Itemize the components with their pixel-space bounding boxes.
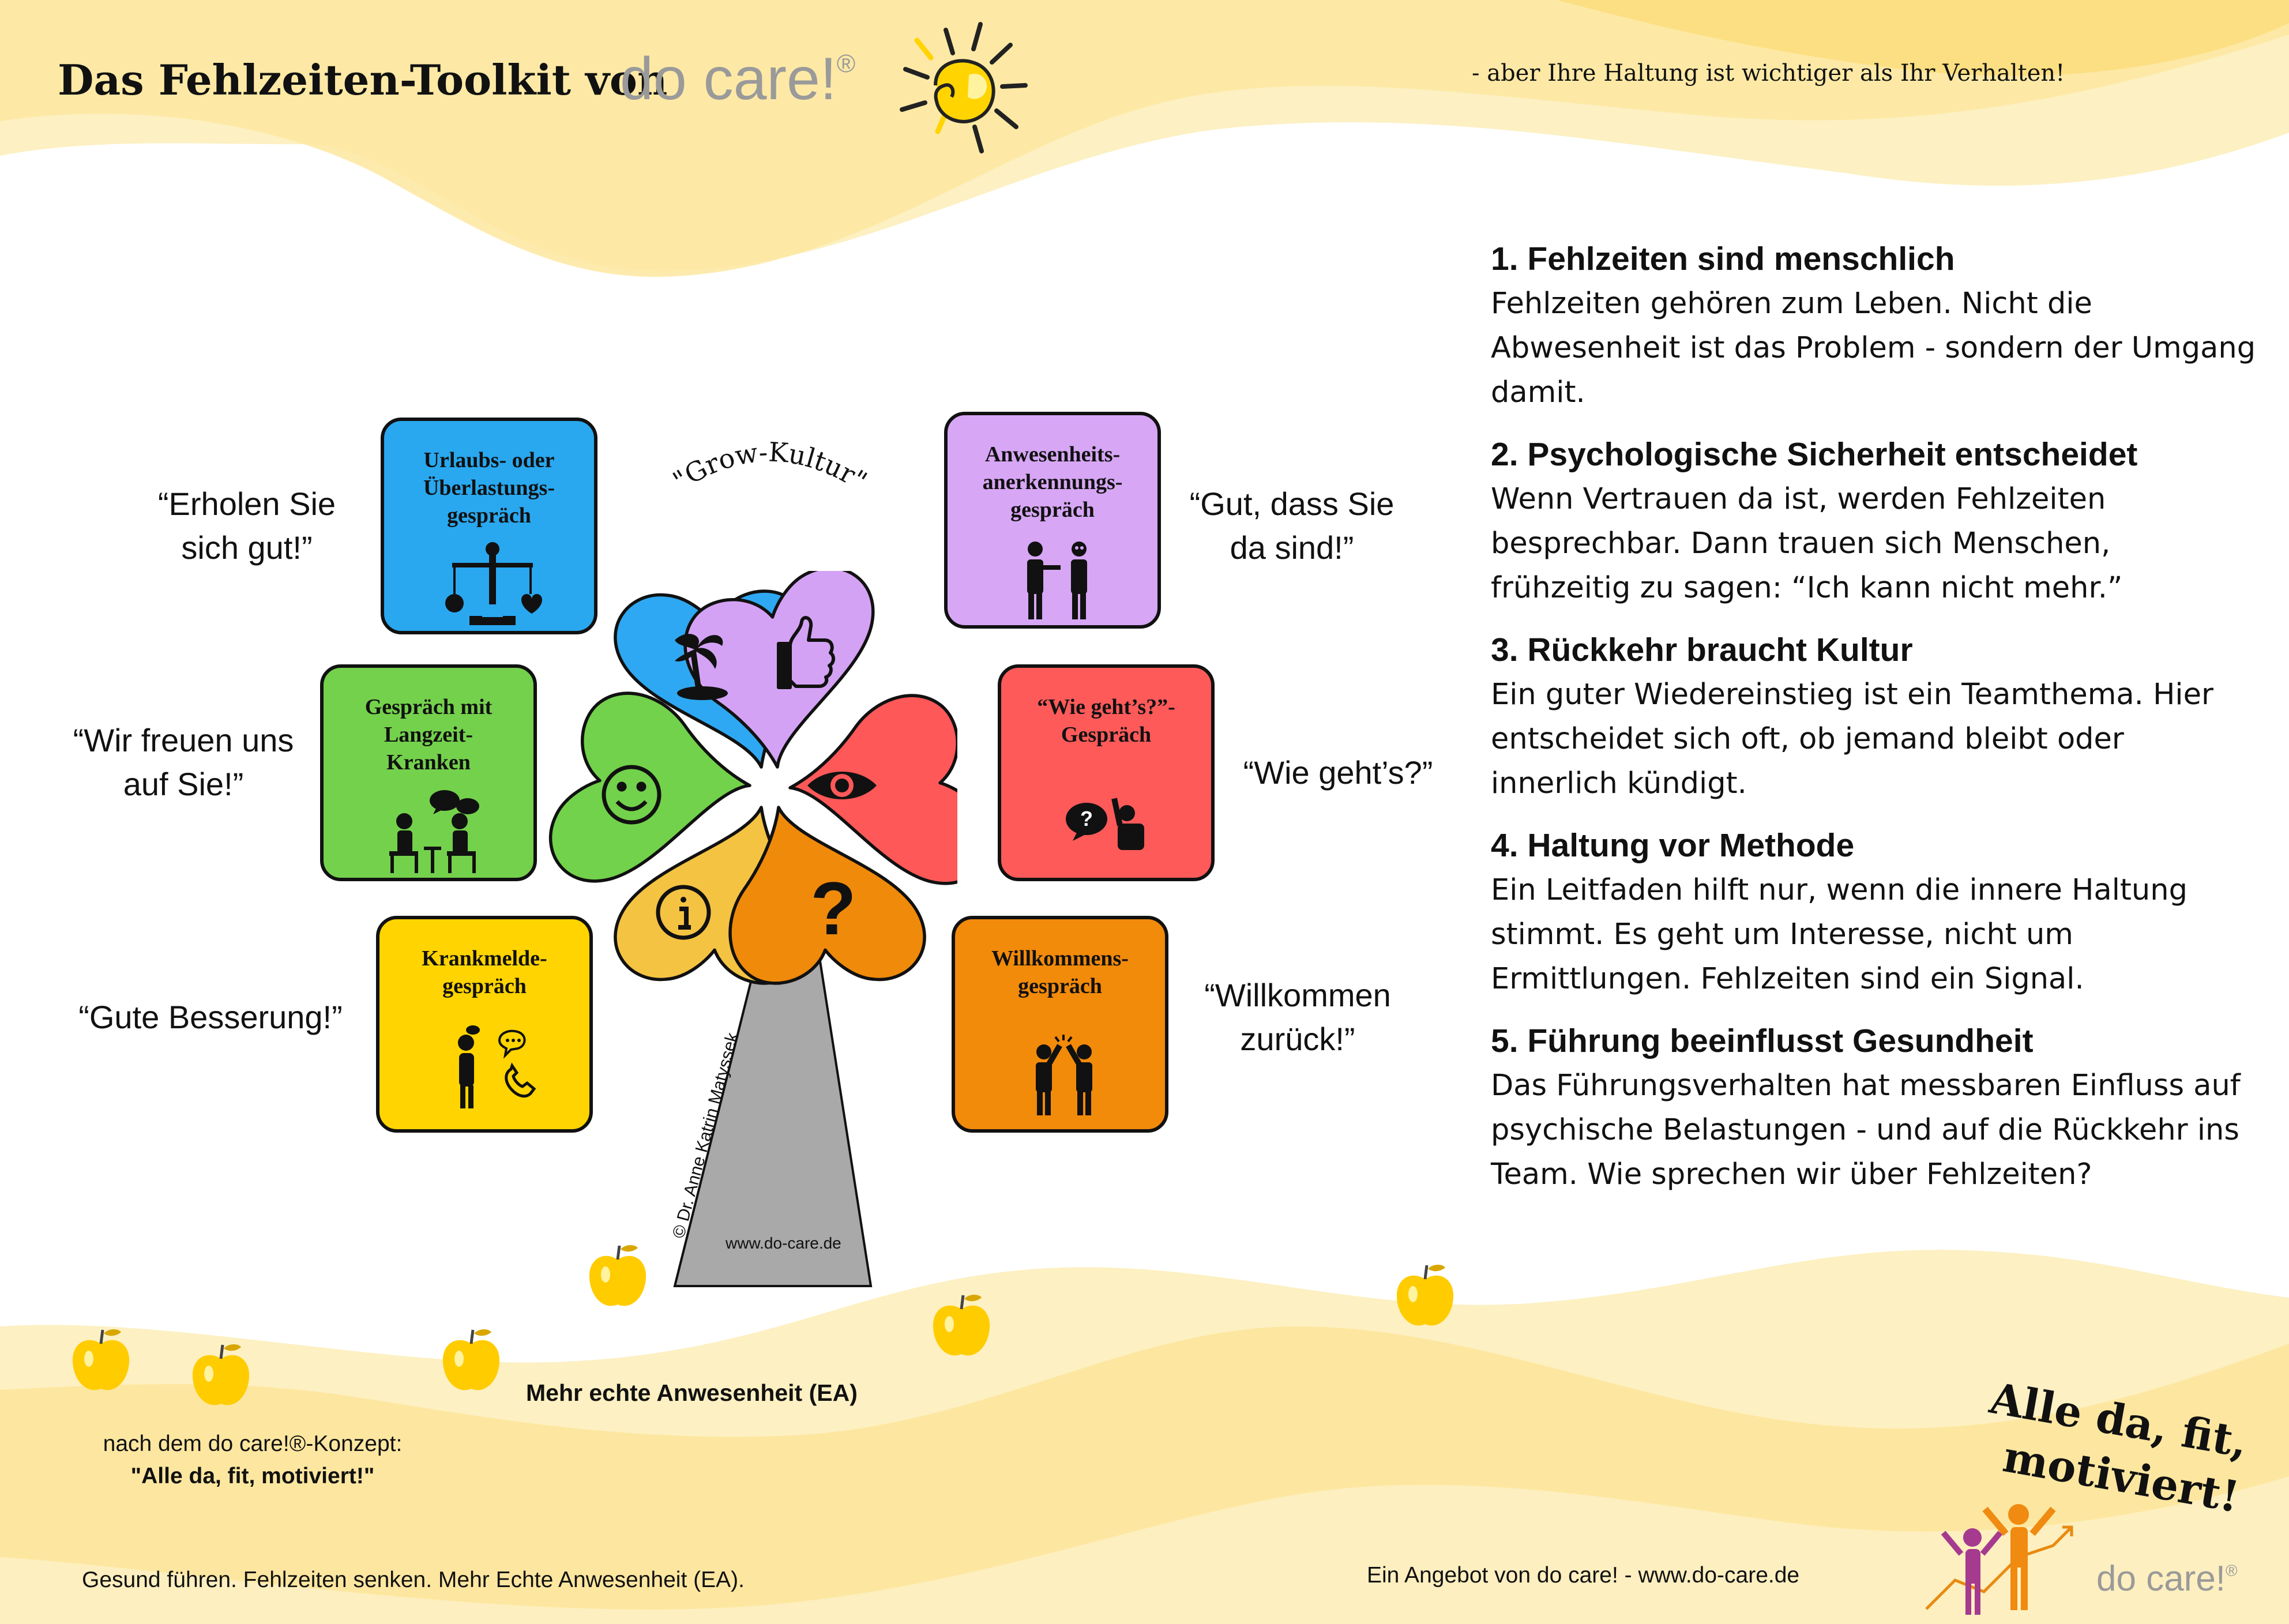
card-anwesenheit: Anwesenheits-anerkennungs-gespräch	[944, 412, 1161, 629]
balance-scale-icon	[445, 542, 542, 625]
quote-wiegehts: “Wie geht’s?”	[1243, 754, 1433, 791]
footer-right-note: Ein Angebot von do care! - www.do-care.d…	[1367, 1563, 1800, 1588]
toolkit-title: Das Fehlzeiten-Toolkit von	[58, 55, 668, 104]
card-title-line: Willkommens-	[991, 946, 1129, 971]
principle-heading: 5. Führung beeinflusst Gesundheit	[1491, 1022, 2034, 1059]
card-title-line: Anwesenheits-	[984, 442, 1121, 467]
grow-kultur-text: "Grow-Kultur"	[667, 436, 873, 496]
header-tagline: - aber Ihre Haltung ist wichtiger als Ih…	[1472, 60, 2065, 87]
card-title-line: Krankmelde-	[422, 946, 547, 971]
card-krank: Krankmelde-gespräch	[376, 916, 593, 1133]
quote-krank: “Gute Besserung!”	[78, 999, 343, 1035]
apple-icon	[933, 1295, 990, 1356]
principle-text: Ein Leitfaden hilft nur, wenn die innere…	[1491, 873, 2187, 996]
tree-petals: ?	[519, 571, 957, 1021]
question-icon: ?	[810, 866, 856, 950]
card-title-line: gespräch	[1018, 974, 1102, 998]
thumbs-up-icon	[777, 616, 835, 689]
footer-logo: do care!®	[2096, 1559, 2238, 1599]
concept-quote: "Alle da, fit, motiviert!"	[130, 1464, 375, 1488]
eye-icon	[807, 772, 877, 799]
card-title-line: Kranken	[386, 750, 471, 775]
principle-item: 2. Psychologische Sicherheit entscheidet…	[1491, 432, 2258, 610]
card-title-line: gespräch	[1010, 498, 1095, 522]
principle-heading: 3. Rückkehr braucht Kultur	[1491, 631, 1913, 668]
palm-tree-icon	[675, 634, 728, 700]
svg-text:"Grow-Kultur": "Grow-Kultur"	[667, 436, 873, 496]
ea-label: Mehr echte Anwesenheit (EA)	[526, 1379, 858, 1406]
svg-text:?: ?	[1080, 807, 1093, 830]
footer-left-note: Gesund führen. Fehlzeiten senken. Mehr E…	[82, 1567, 745, 1592]
card-title-line: gespräch	[447, 503, 531, 528]
apple-icon	[442, 1329, 500, 1390]
card-willkommen: Willkommens-gespräch	[952, 916, 1168, 1133]
apple-icon	[72, 1329, 130, 1390]
phone-call-icon	[458, 1025, 536, 1108]
trunk-url: www.do-care.de	[726, 1234, 841, 1252]
grow-kultur-label: "Grow-Kultur"	[667, 436, 873, 496]
apple-icon	[589, 1245, 647, 1306]
principle-text: Das Führungsverhalten hat messbaren Einf…	[1491, 1069, 2241, 1191]
card-title-line: Urlaubs- oder	[423, 448, 555, 472]
slogan-handwritten: Alle da, fit, motiviert!	[1986, 1378, 2252, 1522]
card-title-line: Gespräch	[1061, 723, 1152, 747]
apple-icon	[192, 1344, 250, 1405]
card-title-line: anerkennungs-	[982, 470, 1123, 494]
question-bubble-icon: ?	[1066, 798, 1144, 850]
two-people-icon	[1027, 542, 1087, 619]
concept-intro: nach dem do care!®-Konzept:	[103, 1431, 403, 1456]
card-title-line: Überlastungs-	[423, 476, 555, 500]
brand-logo-text: do care!®	[620, 46, 856, 112]
info-icon	[656, 885, 711, 940]
conversation-icon	[389, 790, 479, 873]
concept-note: nach dem do care!®-Konzept: "Alle da, fi…	[80, 1428, 426, 1493]
high-five-icon	[1036, 1035, 1092, 1115]
sun-icon	[900, 22, 1028, 153]
card-title-line: Langzeit-	[384, 723, 473, 747]
card-title-line: Gespräch mit	[364, 695, 493, 719]
apple-icon	[1396, 1265, 1454, 1326]
principle-heading: 4. Haltung vor Methode	[1491, 827, 1855, 864]
card-title-line: “Wie geht’s?”-	[1037, 695, 1175, 719]
smiley-icon	[602, 765, 661, 825]
card-wiegehts: “Wie geht’s?”- Gespräch ?	[998, 664, 1215, 881]
principle-text: Wenn Vertrauen da ist, werden Fehlzeiten…	[1491, 482, 2123, 605]
card-title-line: gespräch	[442, 974, 527, 998]
cheering-figures-icon	[1925, 1504, 2073, 1615]
principle-heading: 1. Fehlzeiten sind menschlich	[1491, 240, 1955, 277]
principle-heading: 2. Psychologische Sicherheit entscheidet	[1491, 436, 2138, 473]
principle-text: Fehlzeiten gehören zum Leben. Nicht die …	[1491, 287, 2256, 409]
principle-text: Ein guter Wiedereinstieg ist ein Teamthe…	[1491, 678, 2213, 800]
